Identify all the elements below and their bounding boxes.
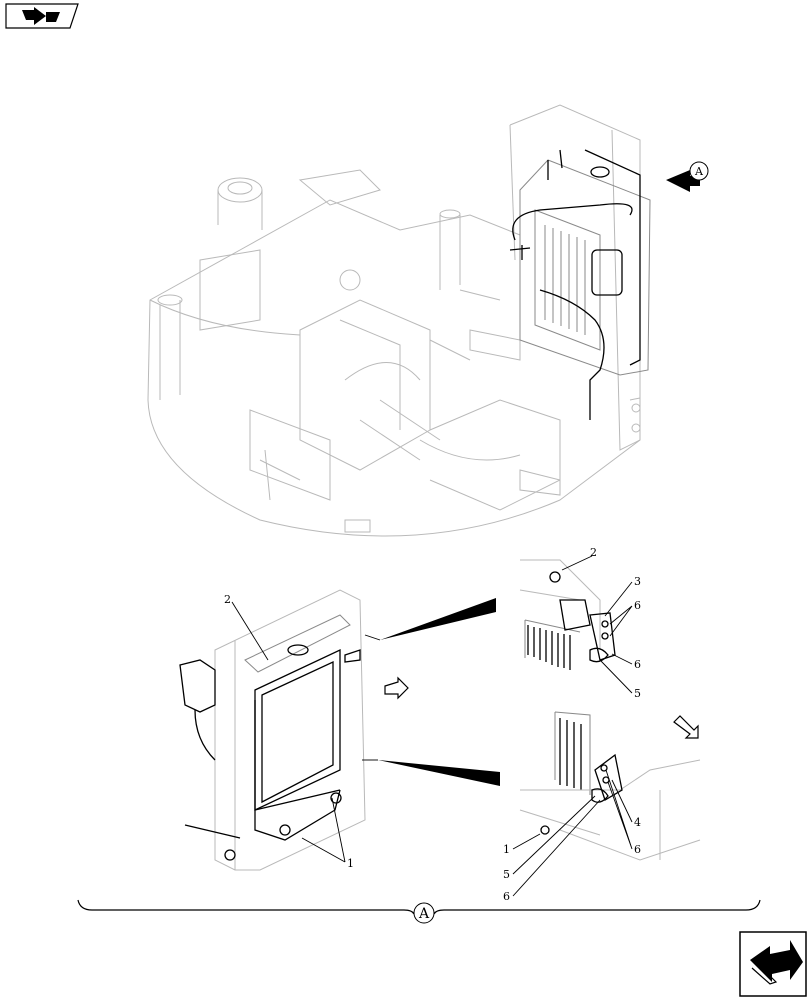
view-bracket <box>77 899 761 915</box>
upper-frame-drawing <box>147 169 641 537</box>
callout-leaders <box>231 555 633 897</box>
next-page-arrow-icon[interactable] <box>739 931 807 997</box>
callout-6-a: 6 <box>634 599 641 612</box>
callout-4: 4 <box>634 816 641 829</box>
view-ref-a-top: A <box>689 161 709 181</box>
view-ref-a-bottom-label: A <box>418 906 430 922</box>
callout-5-a: 5 <box>634 687 641 700</box>
lower-mount-detail <box>519 711 701 861</box>
view-ref-a-bottom: A <box>413 902 435 924</box>
view-arrow-top <box>666 170 700 192</box>
flow-arrow-left <box>384 676 409 700</box>
book-arrow-icon <box>5 3 79 29</box>
radiator-detail-drawing <box>179 589 366 871</box>
upper-mount-detail <box>519 559 616 670</box>
flow-arrow-right <box>673 715 699 739</box>
callout-2-detail: 2 <box>590 546 597 559</box>
callout-1-detail: 1 <box>503 843 510 856</box>
view-ref-a-top-label: A <box>694 165 704 178</box>
callout-2-left: 2 <box>224 593 231 606</box>
callout-6-c: 6 <box>634 843 641 856</box>
upper-radiator-assembly <box>509 104 651 451</box>
magnification-wedges <box>362 598 500 786</box>
callout-labels: 2 1 2 3 6 6 5 4 6 1 5 6 <box>224 546 641 903</box>
callout-6-b: 6 <box>634 658 641 671</box>
callout-5-b: 5 <box>503 868 510 881</box>
callout-1-bottom: 1 <box>347 857 354 870</box>
callout-3: 3 <box>634 575 641 588</box>
callout-6-d: 6 <box>503 890 510 903</box>
